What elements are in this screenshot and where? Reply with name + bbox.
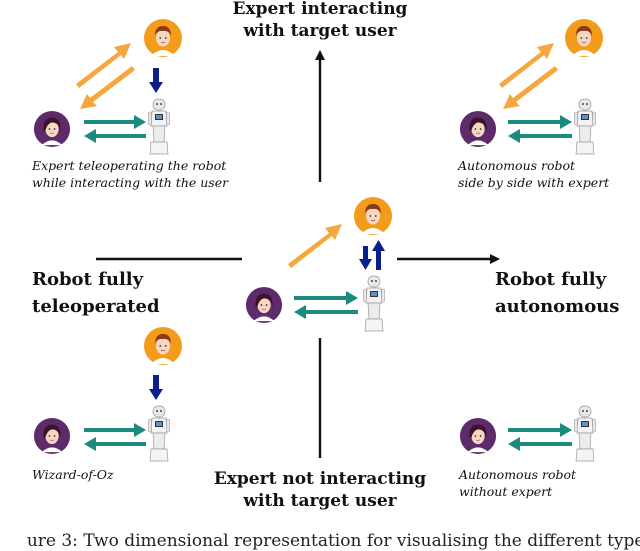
- caption-line: while interacting with the user: [32, 175, 229, 190]
- user-avatar-icon: [33, 110, 71, 148]
- caption-line: side by side with expert: [458, 175, 610, 190]
- navy-arrow-down: [149, 375, 163, 400]
- teal-arrow-right: [508, 423, 572, 437]
- caption-line: without expert: [459, 484, 553, 499]
- caption-line: Wizard-of-Oz: [32, 467, 114, 482]
- caption-line: Autonomous robot: [459, 467, 577, 482]
- robot-icon: [148, 98, 170, 155]
- scene-top-right: [459, 18, 604, 155]
- axis-label-bottom: Expert not interacting with target user: [190, 468, 450, 512]
- scene-bottom-right: [459, 405, 596, 462]
- caption-line: Autonomous robot: [458, 158, 576, 173]
- expert-avatar-icon: [353, 196, 393, 236]
- robot-icon: [574, 405, 596, 462]
- axis-label-top-line1: Expert interacting: [232, 0, 408, 19]
- orange-arrow-up: [76, 43, 131, 88]
- teal-arrow-left: [508, 437, 572, 451]
- caption-top-left: Expert teleoperating the robot while int…: [32, 157, 252, 191]
- orange-arrow-down: [80, 66, 135, 109]
- expert-avatar-icon: [143, 18, 183, 58]
- teal-arrow-left: [84, 437, 146, 451]
- axis-label-right: Robot fully autonomous: [495, 266, 635, 320]
- robot-icon: [574, 98, 596, 155]
- figure-caption: ure 3: Two dimensional representation fo…: [26, 531, 640, 551]
- orange-arrow-down: [503, 66, 558, 109]
- robot-icon: [148, 405, 170, 462]
- navy-arrow-up: [372, 240, 385, 270]
- orange-arrow-up: [499, 43, 554, 88]
- navy-arrow-down: [149, 68, 163, 93]
- scene-center: [245, 196, 393, 332]
- navy-arrow-down: [359, 246, 372, 270]
- user-avatar-icon: [245, 286, 283, 324]
- caption-top-right: Autonomous robot side by side with exper…: [458, 157, 638, 191]
- user-avatar-icon: [33, 417, 71, 455]
- axis-label-left-line2: teleoperated: [32, 296, 160, 317]
- axis-label-right-line1: Robot fully: [495, 269, 607, 290]
- teal-arrow-right: [84, 423, 146, 437]
- axis-label-left: Robot fully teleoperated: [32, 266, 192, 320]
- scene-top-left: [33, 18, 183, 155]
- caption-bottom-right: Autonomous robot without expert: [459, 466, 629, 500]
- robot-icon: [363, 275, 385, 332]
- axis-label-left-line1: Robot fully: [32, 269, 144, 290]
- caption-line: Expert teleoperating the robot: [32, 158, 227, 173]
- teal-arrow-right: [84, 115, 146, 129]
- axis-label-bottom-line2: with target user: [243, 491, 397, 511]
- axis-label-top: Expert interacting with target user: [200, 0, 440, 42]
- orange-arrow-up: [288, 224, 342, 268]
- expert-avatar-icon: [564, 18, 604, 58]
- teal-arrow-left: [508, 129, 572, 143]
- axis-label-bottom-line1: Expert not interacting: [213, 469, 427, 489]
- teal-arrow-left: [294, 305, 358, 319]
- teal-arrow-left: [84, 129, 146, 143]
- user-avatar-icon: [459, 110, 497, 148]
- caption-bottom-left: Wizard-of-Oz: [32, 466, 192, 483]
- expert-avatar-icon: [143, 326, 183, 366]
- teal-arrow-right: [508, 115, 572, 129]
- user-avatar-icon: [459, 417, 497, 455]
- axis-label-right-line2: autonomous: [495, 296, 620, 317]
- axes: [96, 50, 500, 458]
- teal-arrow-right: [294, 291, 358, 305]
- axis-label-top-line2: with target user: [243, 21, 397, 41]
- scene-bottom-left: [33, 326, 183, 462]
